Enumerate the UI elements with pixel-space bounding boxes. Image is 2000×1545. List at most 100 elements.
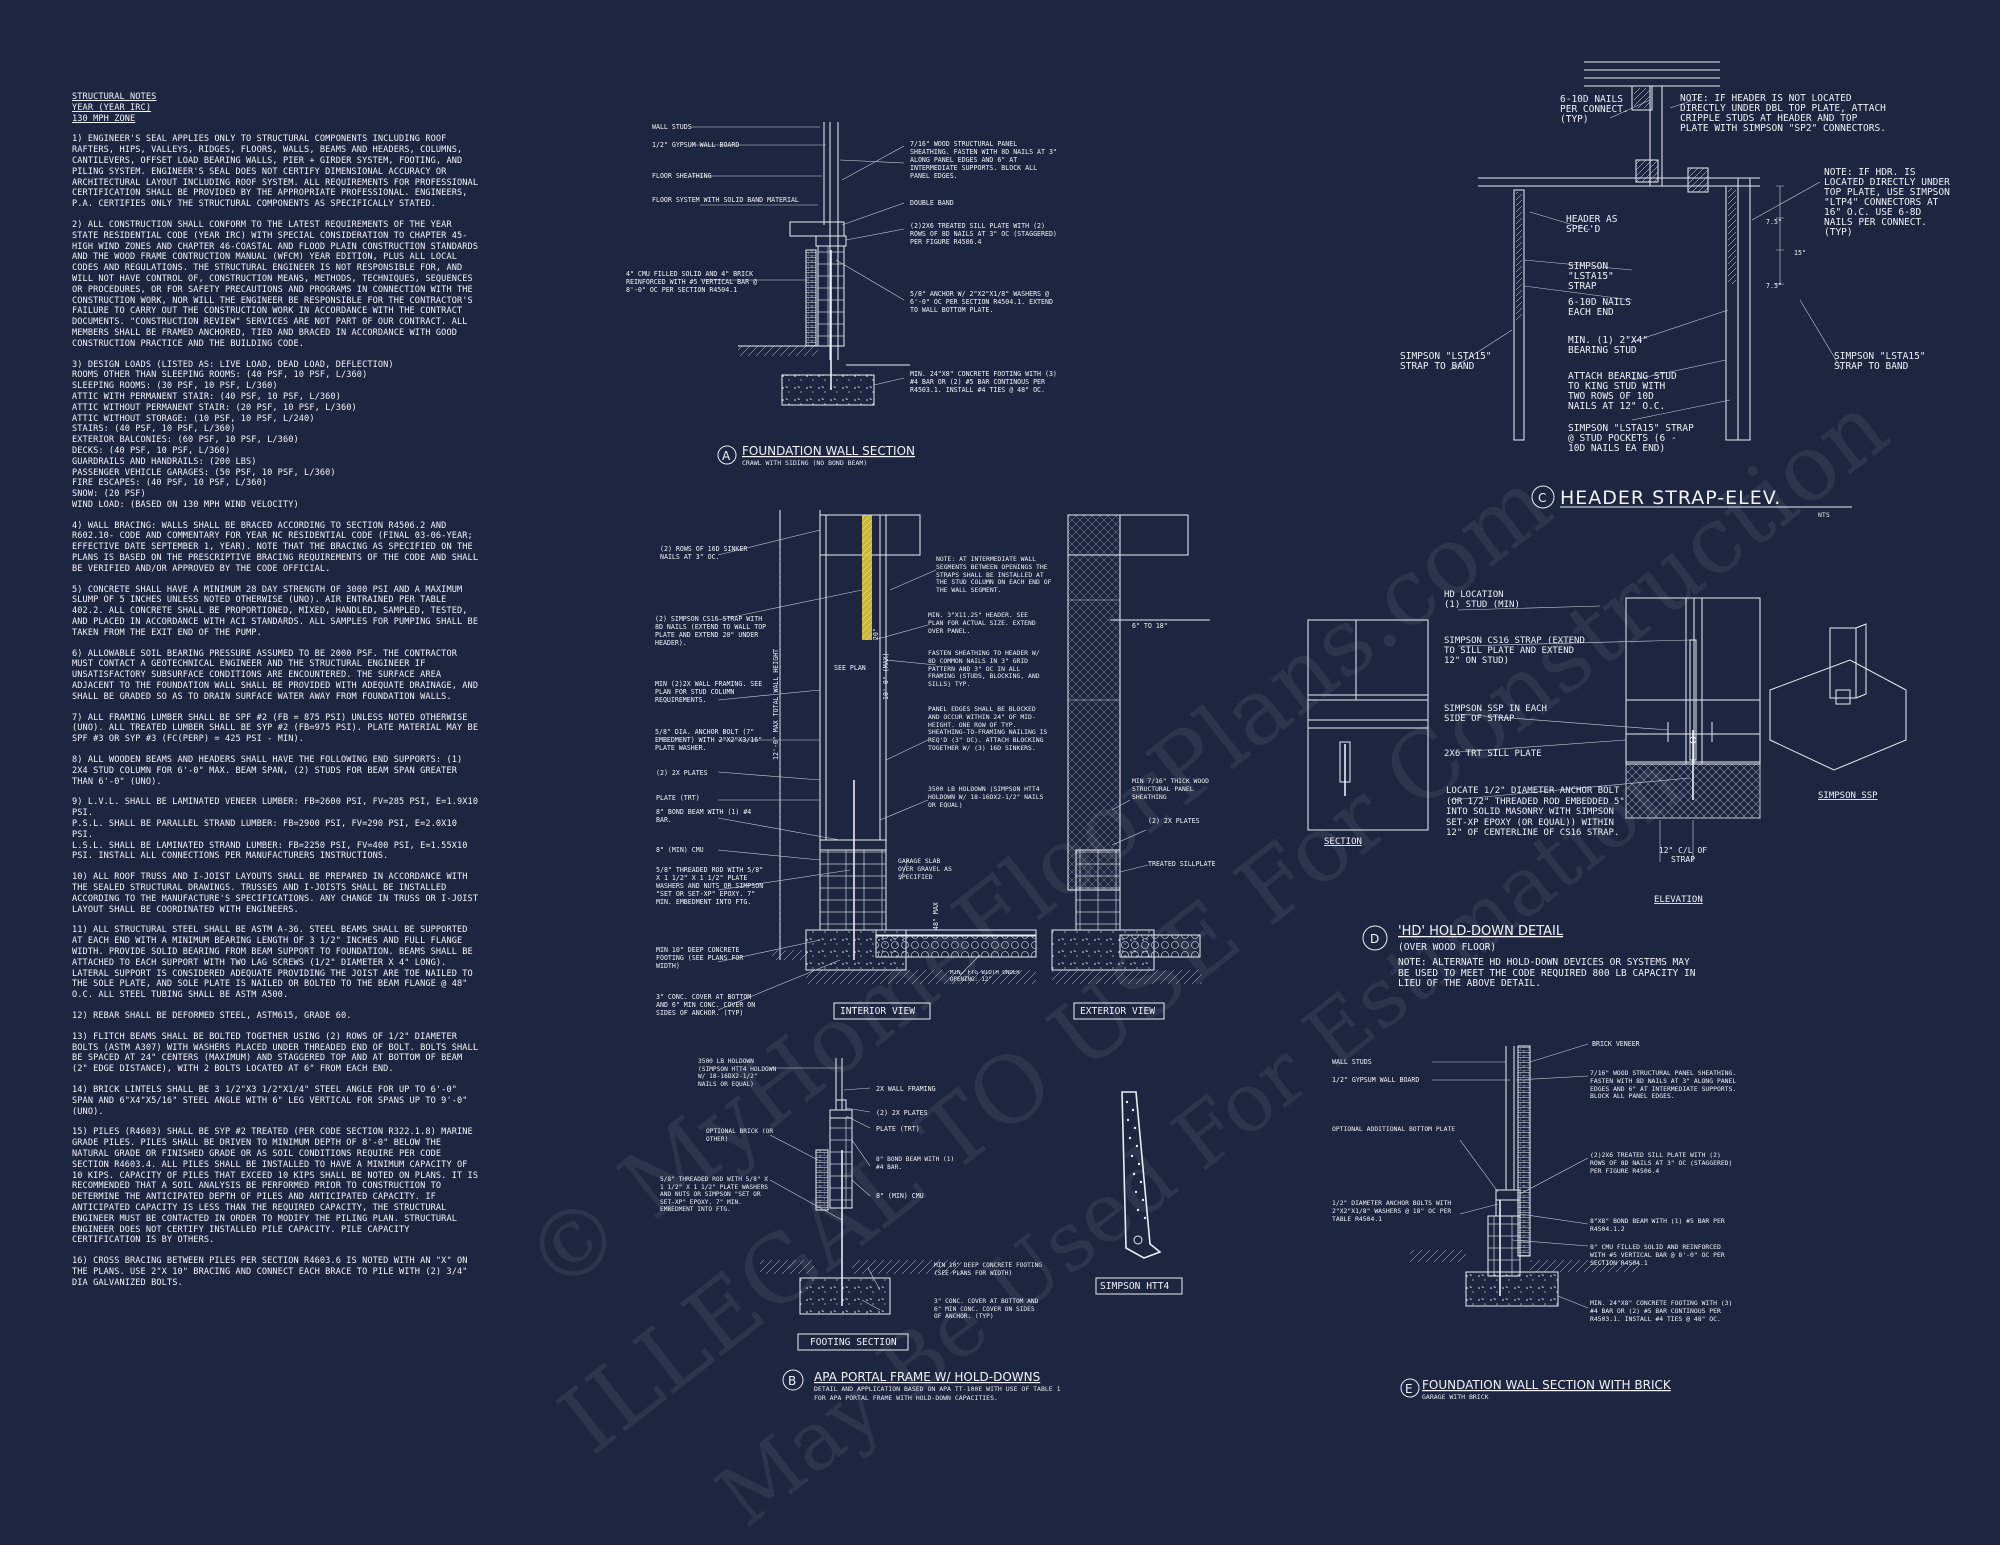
b-label-wood-panel: MIN 7/16" THICK WOOD STRUCTURAL PANEL SH… <box>1132 778 1209 801</box>
detail-e-title: FOUNDATION WALL SECTION WITH BRICK <box>1422 1378 1672 1392</box>
detail-e-foundation-brick: WALL STUDS 1/2" GYPSUM WALL BOARD OPTION… <box>1332 1040 1736 1401</box>
b-footing-threaded-rod: 5/8" THREADED ROD WITH 5/8" x 1 1/2" x 1… <box>660 1176 769 1214</box>
note-11: 11) ALL STRUCTURAL STEEL SHALL BE ASTM A… <box>72 925 479 1001</box>
c-label-strap-band-right: SIMPSON "LSTA15" STRAP TO BAND <box>1834 352 1926 372</box>
b-dim-6-18: 6" TO 18" <box>1132 622 1168 630</box>
c-label-strap-band-left: SIMPSON "LSTA15" STRAP TO BAND <box>1400 352 1492 372</box>
b-label-bond-beam: 8" BOND BEAM WITH (1) #4 BAR. <box>656 808 752 824</box>
detail-e-marker <box>1400 1378 1420 1398</box>
detail-b-letter: B <box>788 1374 796 1388</box>
b-dim-48: 48" MAX <box>932 902 940 930</box>
detail-a-letter: A <box>722 449 731 463</box>
detail-a-leaders <box>690 126 905 386</box>
b-label-min-ftg: MIN. FTG WIDTH UNDER OPENING: 12" <box>950 970 1020 983</box>
e-label-bond-beam: 8"x8" BOND BEAM WITH (1) #5 BAR PER R450… <box>1590 1218 1725 1233</box>
note-12: 12) REBAR SHALL BE DEFORMED STEEL, ASTM6… <box>72 1010 352 1021</box>
a-label-double-band: DOUBLE BAND <box>910 199 954 207</box>
c-label-strap: SIMPSON "LSTA15" STRAP <box>1568 262 1614 292</box>
b-label-garage-slab: GARAGE SLAB OVER GRAVEL AS SPECIFIED <box>898 858 952 881</box>
b-label-threaded-rod: 5/8" THREADED ROD WITH 5/8" x 1 1/2" x 1… <box>656 866 764 906</box>
b-footing-plates: (2) 2X PLATES <box>876 1109 928 1117</box>
detail-d-marker <box>1362 925 1388 951</box>
notes-code-line: YEAR (YEAR IRC) <box>72 102 152 113</box>
detail-d-title: 'HD' HOLD-DOWN DETAIL <box>1398 924 1564 939</box>
note-5: 5) CONCRETE SHALL HAVE A MINIMUM 28 DAY … <box>72 584 484 638</box>
detail-b-subtitle-1: DETAIL AND APPLICATION BASED ON APA TT-1… <box>814 1385 1061 1393</box>
note-9: 9) L.V.L. SHALL BE LAMINATED VENEER LUMB… <box>72 797 479 862</box>
c-label-attach: ATTACH BEARING STUD TO KING STUD WITH TW… <box>1568 372 1677 412</box>
a-label-sill-plate: (2)2x6 TREATED SILL PLATE WITH (2) ROWS … <box>910 222 1057 246</box>
e-label-wall-studs: WALL STUDS <box>1332 1058 1372 1066</box>
note-13: 13) FLITCH BEAMS SHALL BE BOLTED TOGETHE… <box>72 1031 484 1075</box>
d-label-sill-plate: 2x6 TRT SILL PLATE <box>1444 749 1542 759</box>
e-label-anchor-bolts: 1/2" DIAMETER ANCHOR BOLTS WITH 2"x2"x1/… <box>1332 1200 1452 1223</box>
c-label-note-2: NOTE: IF HDR. IS LOCATED DIRECTLY UNDER … <box>1824 168 1950 238</box>
a-label-sheathing: 7/16" WOOD STRUCTURAL PANEL SHEATHING. F… <box>910 140 1057 180</box>
d-dim: 12" C/L OF STRAP <box>1658 846 1708 864</box>
e-label-footing: MIN. 24"x8" CONCRETE FOOTING WITH (3) #4… <box>1590 1300 1733 1323</box>
note-16: 16) CROSS BRACING BETWEEN PILES PER SECT… <box>72 1256 473 1288</box>
b-label-holdown: 3500 LB HOLDOWN (SIMPSON HTT4 HOLDOWN W/… <box>928 786 1044 809</box>
b-label-plate-trt: PLATE (TRT) <box>656 794 700 802</box>
b-footing-brick: OPTIONAL BRICK (OR OTHER) <box>706 1128 774 1143</box>
d-section: SECTION <box>1324 837 1362 847</box>
detail-c-scale: NTS <box>1818 511 1830 519</box>
e-label-gypsum: 1/2" GYPSUM WALL BOARD <box>1332 1076 1419 1084</box>
b-label-wall-framing: MIN (2)2X WALL FRAMING. SEE PLAN FOR STU… <box>655 680 763 704</box>
b-label-cs16-strap: (2) SIMPSON CS16 STRAP WITH 8d NAILS (EX… <box>655 615 767 647</box>
detail-e-letter: E <box>1405 1382 1413 1396</box>
d-simpson-ssp: SIMPSON SSP <box>1818 791 1878 801</box>
b-label-cmu: 8" (MIN) CMU <box>656 846 704 854</box>
d-label-cs16-strap: SIMPSON CS16 STRAP (EXTEND TO SILL PLATE… <box>1444 636 1585 666</box>
b-exterior-view: EXTERIOR VIEW <box>1080 1006 1155 1017</box>
detail-c-marker <box>1531 485 1555 509</box>
b-label-sinker-nails: (2) ROWS OF 16d SINKER NAILS AT 3" OC. <box>660 545 748 561</box>
note-7: 7) ALL FRAMING LUMBER SHALL BE SPF #2 (F… <box>72 712 484 745</box>
note-8: 8) ALL WOODEN BEAMS AND HEADERS SHALL HA… <box>72 755 468 787</box>
d-label-anchor: LOCATE 1/2" DIAMETER ANCHOR BOLT (OR 1/2… <box>1446 786 1625 838</box>
detail-b-portal-frame: 12'-0" MAX TOTAL WALL HEIGHT 10'-0" (MAX… <box>655 510 1216 1402</box>
note-14: 14) BRICK LINTELS SHALL BE 3 1/2"x3 1/2"… <box>72 1084 473 1117</box>
interior-view-box <box>833 1002 931 1020</box>
a-label-anchor: 5/8" ANCHOR W/ 2"x2"x1/8" WASHERS @ 6'-0… <box>910 290 1053 314</box>
a-label-wall-studs: WALL STUDS <box>652 123 692 131</box>
detail-d-letter: D <box>1370 932 1379 946</box>
note-6: 6) ALLOWABLE SOIL BEARING PRESSURE ASSUM… <box>72 648 484 702</box>
c-dim-3: 7.5" <box>1766 282 1782 290</box>
b-label-conc-cover: 3" CONC. COVER AT BOTTOM AND 6" MIN CONC… <box>656 993 756 1017</box>
c-label-note-1: NOTE: IF HEADER IS NOT LOCATED DIRECTLY … <box>1680 94 1886 134</box>
note-2: 2) ALL CONSTRUCTION SHALL CONFORM TO THE… <box>72 219 484 349</box>
b-footing-concrete: MIN 10" DEEP CONCRETE FOOTING (SEE PLANS… <box>934 1262 1043 1277</box>
e-label-sill-plate: (2)2x6 TREATED SILL PLATE WITH (2) ROWS … <box>1590 1152 1733 1175</box>
detail-e-subtitle: GARAGE WITH BRICK <box>1422 1393 1489 1401</box>
c-label-bearing-stud: MIN. (1) 2"x4" BEARING STUD <box>1568 336 1649 356</box>
b-label-treated-sill: TREATED SILLPLATE <box>1148 860 1216 868</box>
detail-c-letter: C <box>1538 491 1546 505</box>
b-footing-holdown: 3500 LB HOLDOWN (SIMPSON HTT4 HOLDOWN W/… <box>698 1058 777 1088</box>
b-label-intermediate-note: NOTE: AT INTERMEDIATE WALL SEGMENTS BETW… <box>936 556 1052 595</box>
b-interior-view: INTERIOR VIEW <box>840 1006 915 1017</box>
simpson-htt4-box <box>1095 1277 1183 1295</box>
structural-notes: STRUCTURAL NOTES YEAR (YEAR IRC) 130 mph… <box>72 92 482 1299</box>
note-10: 10) ALL ROOF TRUSS AND I-JOIST LAYOUTS S… <box>72 872 484 915</box>
simpson-htt4-drawing <box>1121 1091 1162 1259</box>
e-label-cmu: 8" CMU FILLED SOLID AND REINFORCED WITH … <box>1590 1244 1725 1267</box>
a-label-floor-system: FLOOR SYSTEM WITH SOLID BAND MATERIAL <box>652 196 799 204</box>
a-label-floor-sheathing: FLOOR SHEATHING <box>652 172 712 180</box>
details-drawing: WALL STUDS 1/2" GYPSUM WALL BOARD FLOOR … <box>626 61 1950 1402</box>
a-label-footing: MIN. 24"x8" CONCRETE FOOTING WITH (3) #4… <box>910 370 1057 394</box>
a-label-cmu: 4" CMU FILLED SOLID AND 4" BRICK REINFOR… <box>626 270 758 294</box>
b-label-header: MIN. 3"x11.25" HEADER. SEE PLAN FOR ACTU… <box>928 612 1036 635</box>
detail-d-note: NOTE: ALTERNATE HD HOLD-DOWN DEVICES OR … <box>1398 958 1696 989</box>
detail-d-subtitle: (OVER WOOD FLOOR) <box>1398 942 1496 953</box>
b-footing-plate-trt: PLATE (TRT) <box>876 1125 920 1133</box>
b-dim-20: 20" <box>872 628 880 640</box>
b-label-anchor-bolt: 5/8" DIA. ANCHOR BOLT (7" EMBEDMENT) WIT… <box>655 728 763 752</box>
e-label-bottom-plate: OPTIONAL ADDITIONAL BOTTOM PLATE <box>1332 1126 1456 1133</box>
detail-c-title: HEADER STRAP-ELEV. <box>1560 487 1781 509</box>
detail-a-subtitle: CRAWL WITH SIDING (NO BOND BEAM) <box>742 459 867 467</box>
b-footing-bond-beam: 8" BOND BEAM WITH (1) #4 BAR. <box>876 1156 955 1171</box>
detail-b-title: APA PORTAL FRAME W/ HOLD-DOWNS <box>814 1370 1040 1384</box>
c-label-stud-pockets: SIMPSON "LSTA15" STRAP @ STUD POCKETS (6… <box>1568 424 1694 454</box>
detail-d-hold-down: HD LOCATION (1) STUD (MIN) SIMPSON CS16 … <box>1307 590 1907 989</box>
